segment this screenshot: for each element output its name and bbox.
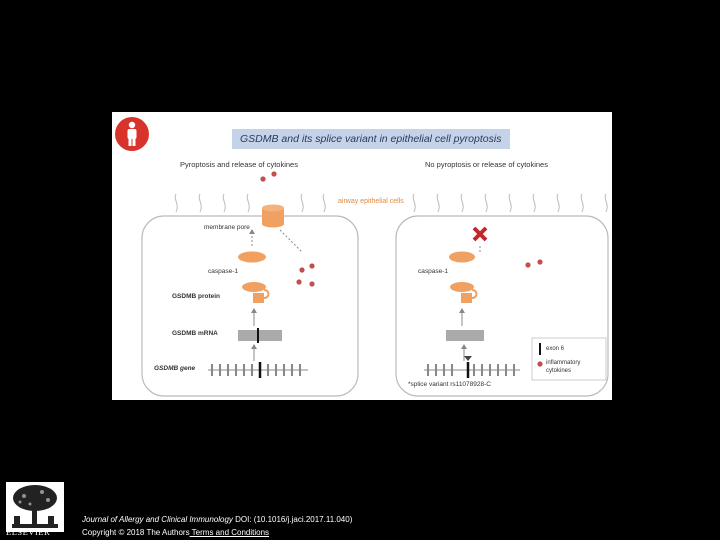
cytokine-dot xyxy=(309,263,315,269)
cytokine-dot xyxy=(299,267,305,273)
elsevier-wordmark: ELSEVIER xyxy=(6,527,51,537)
cilia xyxy=(174,193,608,213)
cytokine-dot xyxy=(309,281,315,287)
figure-panel: GSDMB and its splice variant in epitheli… xyxy=(112,112,612,400)
caspase-left xyxy=(238,251,266,263)
membrane-pore xyxy=(262,204,284,228)
splice-variant-label: *splice variant rs11078928-C xyxy=(408,381,491,388)
caspase-right-label: caspase-1 xyxy=(418,268,448,275)
legend-cytokine-dot xyxy=(537,361,543,367)
gsdmb-gene-left xyxy=(208,362,308,378)
person-icon xyxy=(115,117,149,151)
right-cell xyxy=(395,215,609,397)
splice-variant-text: splice variant rs11078928-C xyxy=(410,381,491,388)
gsdmb-mrna-left xyxy=(238,330,282,341)
terms-link[interactable]: Terms and Conditions xyxy=(189,528,270,537)
copyright-line: Copyright © 2018 The Authors Terms and C… xyxy=(82,528,269,537)
copyright-text: Copyright © 2018 The Authors xyxy=(82,528,190,537)
cytokine-dot xyxy=(260,176,266,182)
pore-arrow xyxy=(279,229,303,253)
arrowhead xyxy=(459,308,465,313)
figure-title: GSDMB and its splice variant in epitheli… xyxy=(240,133,502,145)
doi-text: DOI: (10.1016/j.jaci.2017.11.040) xyxy=(232,515,353,524)
protein-label: GSDMB protein xyxy=(172,293,221,300)
elsevier-logo xyxy=(6,482,64,532)
left-heading: Pyroptosis and release of cytokines xyxy=(180,160,298,169)
arrowhead xyxy=(251,344,257,349)
gsdmb-protein-left xyxy=(242,282,270,303)
cytokine-dot xyxy=(525,262,531,268)
cytokine-dot xyxy=(296,279,302,285)
figure-title-bar xyxy=(232,129,510,149)
arrowhead xyxy=(251,308,257,313)
legend-box xyxy=(531,337,607,381)
mrna-label: GSDMB mRNA xyxy=(172,330,218,337)
legend-cytokines-label-1: inflammatory xyxy=(546,360,581,366)
cell-label: airway epithelial cells xyxy=(338,198,404,205)
gsdmb-gene-right xyxy=(424,356,520,378)
gene-label: GSDMB gene xyxy=(154,365,196,372)
caspase-right xyxy=(449,251,475,263)
citation-line: Journal of Allergy and Clinical Immunolo… xyxy=(82,515,352,524)
membrane-pore-label: membrane pore xyxy=(204,224,250,231)
caspase-left-label: caspase-1 xyxy=(208,268,238,275)
arrowhead xyxy=(249,229,255,234)
cytokine-dot xyxy=(537,259,543,265)
journal-name: Journal of Allergy and Clinical Immunolo… xyxy=(82,515,233,524)
figure-diagram xyxy=(115,117,609,397)
left-cell xyxy=(141,215,359,397)
gsdmb-mrna-right xyxy=(446,330,484,341)
blocked-cross-icon xyxy=(472,226,488,242)
legend-exon-label: exon 6 xyxy=(546,346,565,352)
arrowhead xyxy=(461,344,467,349)
gsdmb-protein-right xyxy=(450,282,478,303)
cytokine-dot xyxy=(271,171,277,177)
right-heading: No pyroptosis or release of cytokines xyxy=(425,160,548,169)
legend-cytokines-label-2: cytokines xyxy=(546,368,572,374)
